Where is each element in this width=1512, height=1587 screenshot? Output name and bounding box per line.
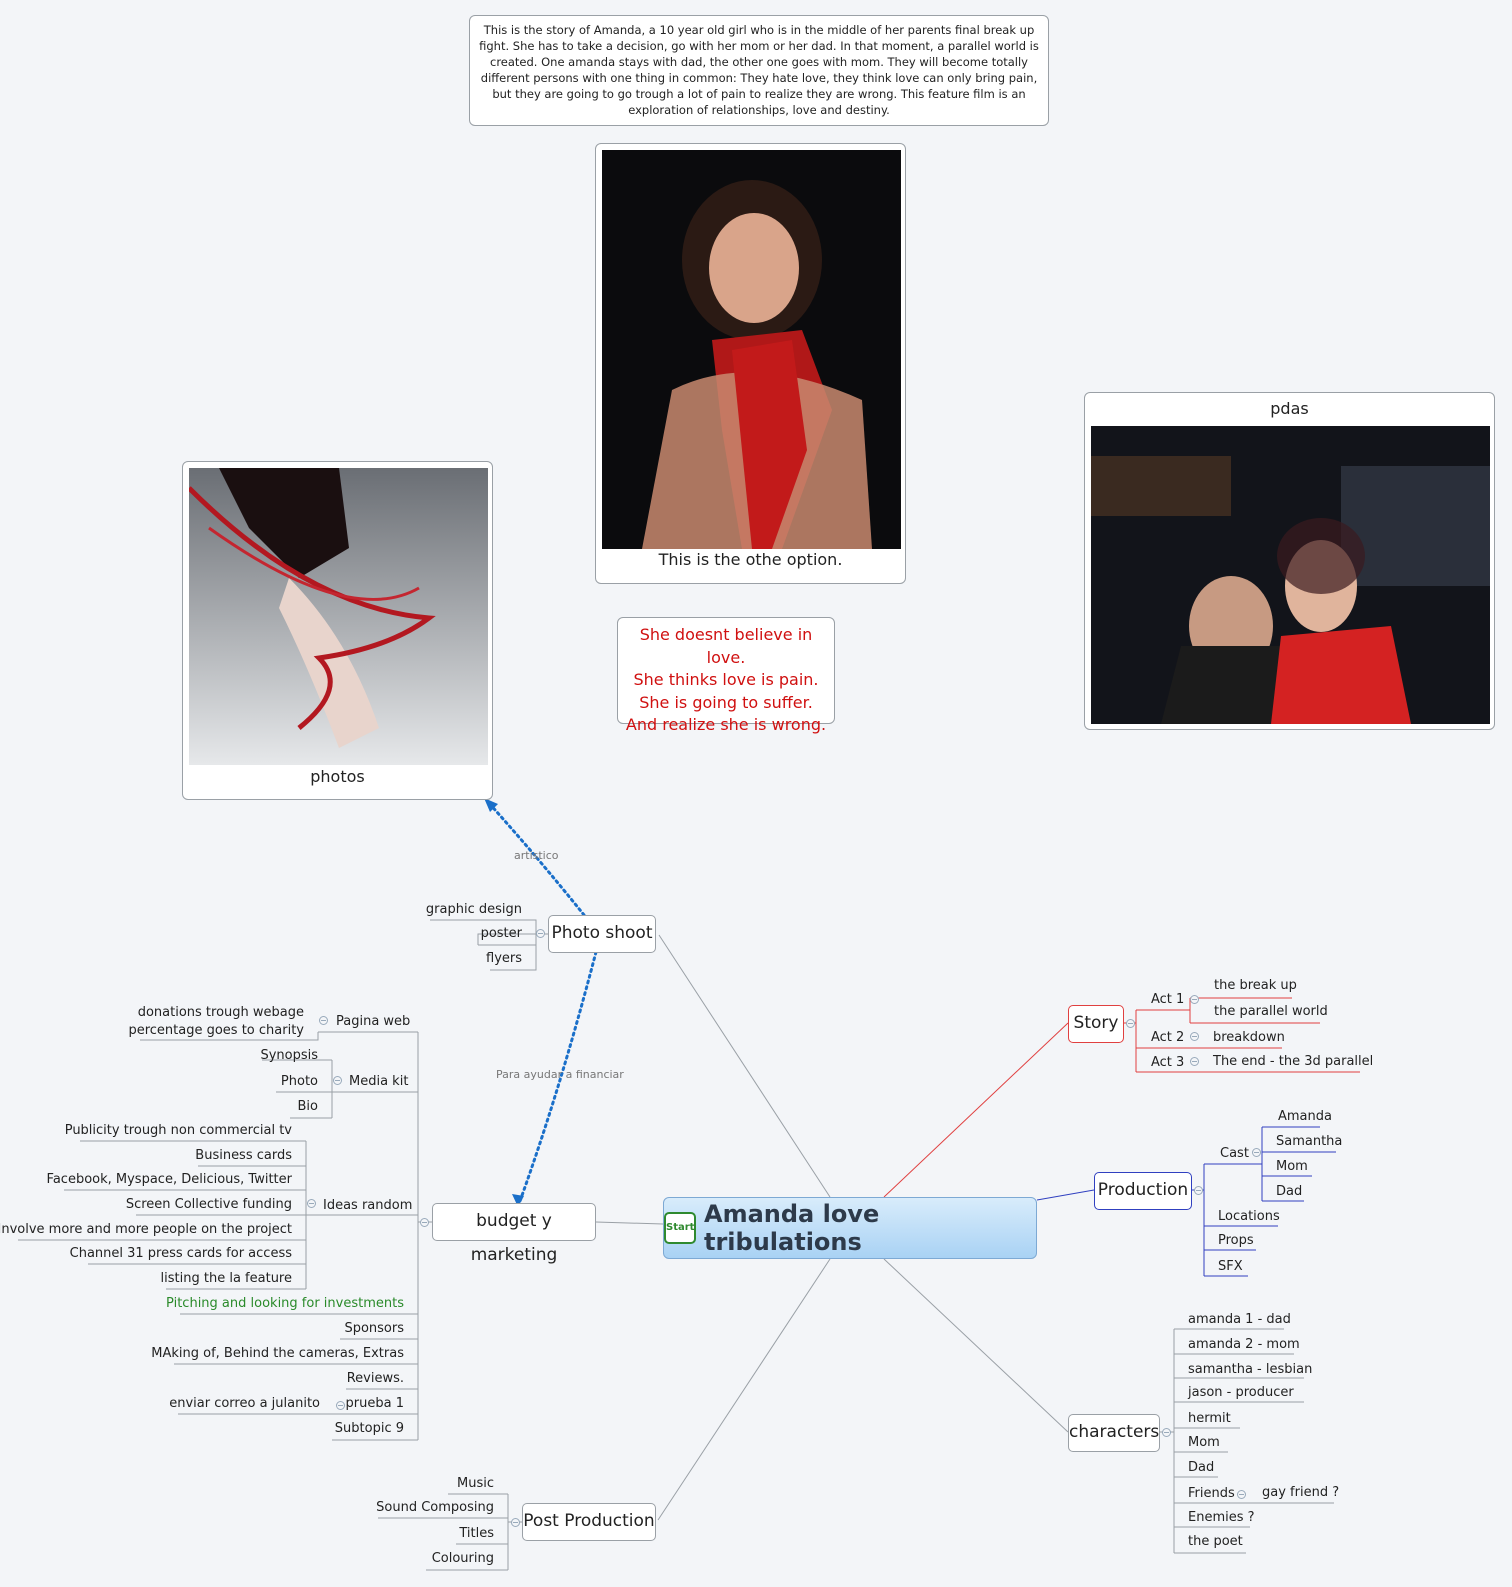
production-locations[interactable]: Locations [1218, 1209, 1280, 1224]
budget-prueba[interactable]: prueba 1 [345, 1396, 404, 1411]
collapse-production-icon[interactable] [1194, 1186, 1203, 1195]
central-topic[interactable]: Start Amanda love tribulations [663, 1197, 1037, 1259]
photo-shoot-item-graphic-design[interactable]: graphic design [425, 902, 522, 917]
ideas-item-publicity[interactable]: Publicity trough non commercial tv [64, 1123, 292, 1138]
love-note-line-4: And realize she is wrong. [625, 715, 827, 734]
collapse-photo-shoot-icon[interactable] [536, 929, 545, 938]
ideas-item-listing[interactable]: listing the la feature [160, 1271, 292, 1286]
character-samantha[interactable]: samantha - lesbian [1188, 1362, 1313, 1377]
cast-item-dad[interactable]: Dad [1276, 1184, 1303, 1199]
character-amanda-2[interactable]: amanda 2 - mom [1188, 1337, 1300, 1352]
story-summary-box: This is the story of Amanda, a 10 year o… [469, 15, 1049, 126]
post-item-sound-composing[interactable]: Sound Composing [376, 1500, 494, 1515]
story-act-3[interactable]: Act 3 [1151, 1055, 1185, 1070]
story-act-1[interactable]: Act 1 [1151, 992, 1185, 1007]
ideas-item-social[interactable]: Facebook, Myspace, Delicious, Twitter [46, 1172, 292, 1187]
pagina-web-child-line-2[interactable]: percentage goes to charity [128, 1023, 304, 1038]
photo-caption-right: pdas [1270, 399, 1309, 418]
pagina-web-child-line-1[interactable]: donations trough webage [137, 1005, 304, 1020]
start-icon: Start [664, 1212, 696, 1244]
collapse-characters-icon[interactable] [1162, 1428, 1171, 1437]
character-hermit[interactable]: hermit [1188, 1411, 1231, 1426]
photo-topic-center[interactable]: This is the othe option. [595, 143, 906, 584]
love-note-line-3: She is going to suffer. [639, 692, 813, 712]
character-friends[interactable]: Friends [1188, 1486, 1235, 1501]
production-cast[interactable]: Cast [1220, 1146, 1249, 1161]
post-item-titles[interactable]: Titles [459, 1526, 494, 1541]
budget-sponsors[interactable]: Sponsors [344, 1321, 404, 1336]
prueba-child-enviar-correo[interactable]: enviar correo a julanito [169, 1396, 320, 1411]
act3-item-the-end[interactable]: The end - the 3d parallel [1213, 1054, 1374, 1069]
relationship-label-artistic: artistico [514, 849, 559, 862]
topic-budget-marketing[interactable]: budget y marketing [432, 1203, 596, 1265]
budget-ideas-random[interactable]: Ideas random [323, 1198, 413, 1213]
friends-child-gay-friend[interactable]: gay friend ? [1262, 1485, 1340, 1500]
character-dad[interactable]: Dad [1188, 1460, 1215, 1475]
post-item-colouring[interactable]: Colouring [431, 1551, 494, 1566]
character-the-poet[interactable]: the poet [1188, 1534, 1243, 1549]
budget-pitching[interactable]: Pitching and looking for investments [166, 1296, 404, 1311]
production-sfx[interactable]: SFX [1218, 1259, 1243, 1274]
cast-item-mom[interactable]: Mom [1276, 1159, 1308, 1174]
photo-hand-red-ribbon [189, 468, 488, 765]
media-kit-item-synopsis[interactable]: Synopsis [260, 1048, 318, 1063]
ideas-item-screen-collective[interactable]: Screen Collective funding [125, 1197, 292, 1212]
budget-subtopic-9[interactable]: Subtopic 9 [334, 1421, 404, 1436]
ideas-item-channel-31[interactable]: Channel 31 press cards for access [69, 1246, 292, 1261]
media-kit-item-bio[interactable]: Bio [297, 1099, 318, 1114]
cast-item-samantha[interactable]: Samantha [1276, 1134, 1343, 1149]
collapse-budget-icon[interactable] [420, 1218, 429, 1227]
relationship-label-financing: Para ayudar a financiar [496, 1068, 624, 1081]
act1-item-break-up[interactable]: the break up [1214, 978, 1297, 993]
love-note-box[interactable]: She doesnt believe in love. She thinks l… [617, 617, 835, 734]
collapse-media-kit-icon[interactable] [333, 1076, 342, 1085]
media-kit-item-photo[interactable]: Photo [280, 1074, 318, 1089]
photo-woman-red-scarf [602, 150, 901, 549]
topic-production[interactable]: Production [1094, 1172, 1192, 1210]
ideas-item-business-cards[interactable]: Business cards [195, 1148, 292, 1163]
character-mom[interactable]: Mom [1188, 1435, 1220, 1450]
love-note-line-2: She thinks love is pain. [633, 670, 819, 689]
love-note-line-1: She doesnt believe in love. [639, 625, 813, 667]
topic-characters[interactable]: characters [1068, 1414, 1160, 1452]
budget-reviews[interactable]: Reviews. [346, 1371, 404, 1386]
act1-item-parallel-world[interactable]: the parallel world [1214, 1004, 1328, 1019]
photo-topic-left[interactable]: photos [182, 461, 493, 800]
photo-topic-right[interactable]: pdas [1084, 392, 1495, 730]
topic-story[interactable]: Story [1068, 1005, 1124, 1043]
collapse-ideas-random-icon[interactable] [307, 1199, 316, 1208]
character-enemies[interactable]: Enemies ? [1188, 1510, 1255, 1525]
collapse-act2-icon[interactable] [1190, 1032, 1199, 1041]
collapse-post-production-icon[interactable] [511, 1518, 520, 1527]
production-props[interactable]: Props [1218, 1233, 1254, 1248]
budget-making-of[interactable]: MAking of, Behind the cameras, Extras [151, 1346, 404, 1361]
budget-media-kit[interactable]: Media kit [349, 1074, 409, 1089]
collapse-pagina-web-icon[interactable] [319, 1016, 328, 1025]
character-amanda-1[interactable]: amanda 1 - dad [1188, 1312, 1291, 1327]
topic-photo-shoot[interactable]: Photo shoot [548, 915, 656, 953]
story-summary-text: This is the story of Amanda, a 10 year o… [479, 23, 1039, 117]
photo-two-women-party [1091, 426, 1490, 724]
act2-item-breakdown[interactable]: breakdown [1213, 1030, 1285, 1045]
character-jason[interactable]: jason - producer [1188, 1385, 1294, 1400]
collapse-cast-icon[interactable] [1252, 1148, 1261, 1157]
collapse-prueba-icon[interactable] [336, 1401, 345, 1410]
collapse-story-icon[interactable] [1126, 1019, 1135, 1028]
collapse-act1-icon[interactable] [1190, 995, 1199, 1004]
central-topic-title: Amanda love tribulations [704, 1200, 880, 1256]
story-act-2[interactable]: Act 2 [1151, 1030, 1185, 1045]
ideas-item-involve-people[interactable]: Involve more and more people on the proj… [0, 1222, 292, 1237]
topic-post-production[interactable]: Post Production [522, 1503, 656, 1541]
budget-pagina-web[interactable]: Pagina web [336, 1014, 411, 1029]
photo-caption-center: This is the othe option. [658, 550, 843, 569]
collapse-act3-icon[interactable] [1190, 1057, 1199, 1066]
post-item-music[interactable]: Music [457, 1476, 494, 1491]
cast-item-amanda[interactable]: Amanda [1278, 1109, 1332, 1124]
photo-caption-left: photos [310, 767, 365, 786]
photo-shoot-item-flyers[interactable]: flyers [486, 951, 522, 966]
photo-shoot-item-poster[interactable]: poster [480, 926, 522, 941]
collapse-friends-icon[interactable] [1237, 1490, 1246, 1499]
